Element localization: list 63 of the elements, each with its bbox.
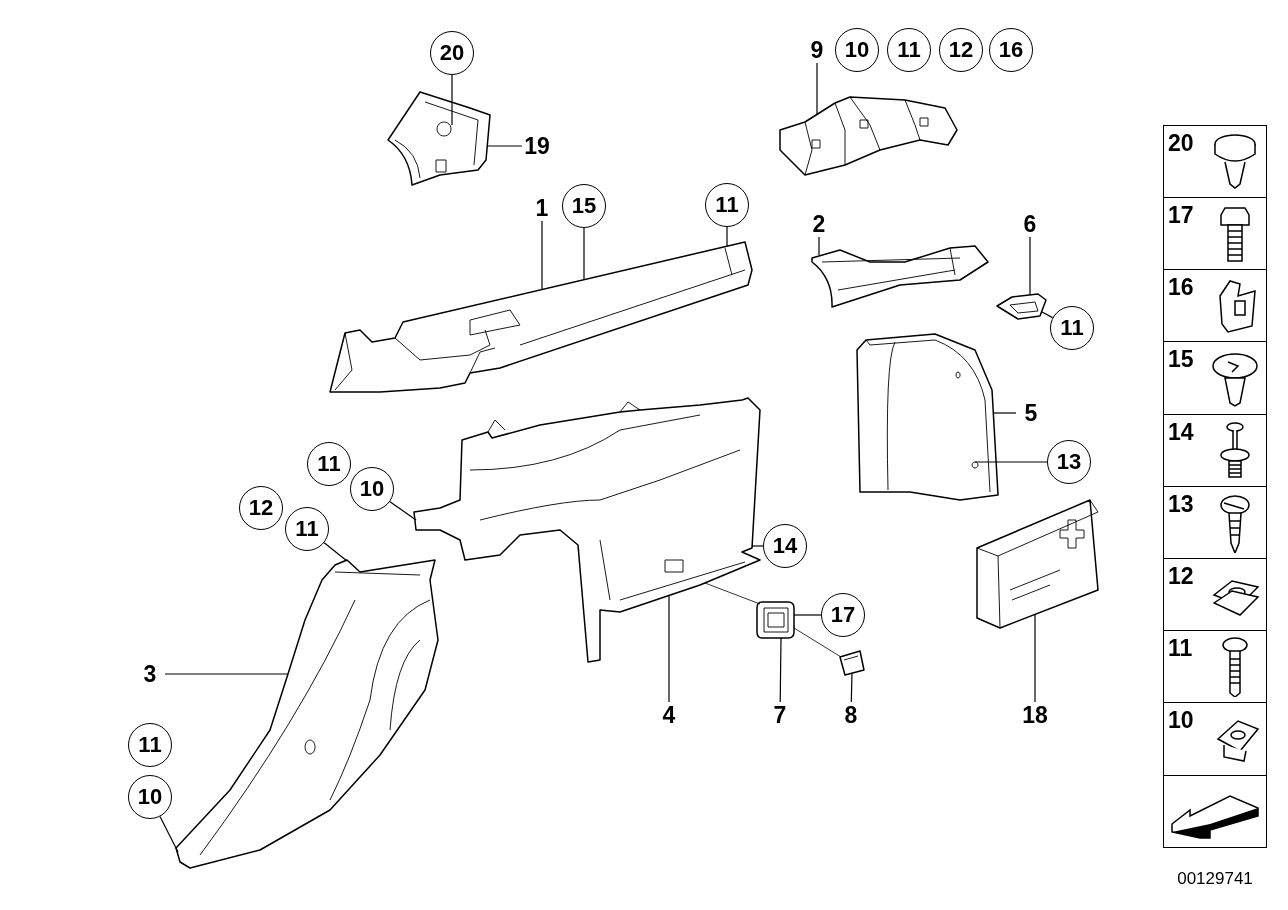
leader-line [451, 74, 453, 126]
leader-line [1029, 236, 1031, 296]
callout-number: 11 [705, 183, 749, 227]
leader-line [389, 501, 417, 521]
leader-line [779, 637, 782, 703]
part-number: 17 [1168, 203, 1194, 227]
part-number: 14 [1168, 420, 1194, 444]
callout-number: 15 [562, 184, 606, 228]
drawing-number: 00129741 [1176, 870, 1254, 887]
leader-line [816, 62, 818, 116]
part-number: 20 [1168, 131, 1194, 155]
callout-number: 19 [522, 133, 552, 159]
leader-line [486, 145, 523, 147]
callout-number: 3 [135, 661, 165, 687]
leader-line [1041, 311, 1054, 319]
callout-number: 11 [285, 507, 329, 551]
callout-number: 9 [802, 37, 832, 63]
leader-line [704, 582, 761, 605]
leader-line [993, 412, 1017, 414]
part-number: 13 [1168, 492, 1194, 516]
leader-line [751, 545, 764, 547]
leader-line [541, 220, 543, 291]
leader-line [974, 461, 1048, 463]
callout-number: 11 [307, 442, 351, 486]
part-number: 10 [1168, 709, 1194, 733]
leader-line [323, 542, 348, 562]
callout-number: 5 [1016, 400, 1046, 426]
callout-number: 10 [128, 775, 172, 819]
callout-number: 13 [1047, 440, 1091, 484]
callout-number: 20 [430, 31, 474, 75]
part-number: 16 [1168, 276, 1194, 300]
callout-number: 18 [1020, 702, 1050, 728]
callout-number: 11 [1050, 306, 1094, 350]
part-number: 15 [1168, 348, 1194, 372]
callout-number: 6 [1015, 211, 1045, 237]
callout-number: 1 [527, 195, 557, 221]
callout-number: 17 [821, 593, 865, 637]
callout-number: 12 [939, 28, 983, 72]
leader-line [850, 672, 853, 703]
callout-number: 12 [239, 486, 283, 530]
leader-line [583, 227, 585, 281]
leader-line [164, 673, 289, 675]
part-number: 11 [1168, 637, 1193, 661]
leader-line [1034, 613, 1036, 703]
leader-line [793, 614, 822, 616]
callout-number: 7 [765, 702, 795, 728]
callout-number: 11 [887, 28, 931, 72]
plug-drawing [836, 648, 868, 678]
callout-number: 8 [836, 702, 866, 728]
callout-number: 10 [835, 28, 879, 72]
leader-line [726, 226, 728, 247]
leader-line [793, 627, 842, 658]
callout-number: 16 [989, 28, 1033, 72]
callout-number: 4 [654, 702, 684, 728]
callout-number: 14 [763, 524, 807, 568]
grommet-drawing [754, 599, 796, 641]
callout-number: 10 [350, 467, 394, 511]
leader-line [818, 236, 820, 256]
leader-line [159, 816, 179, 853]
part-number: 12 [1168, 564, 1194, 588]
leader-line [668, 595, 670, 703]
callout-number: 11 [128, 723, 172, 767]
callout-number: 2 [804, 211, 834, 237]
